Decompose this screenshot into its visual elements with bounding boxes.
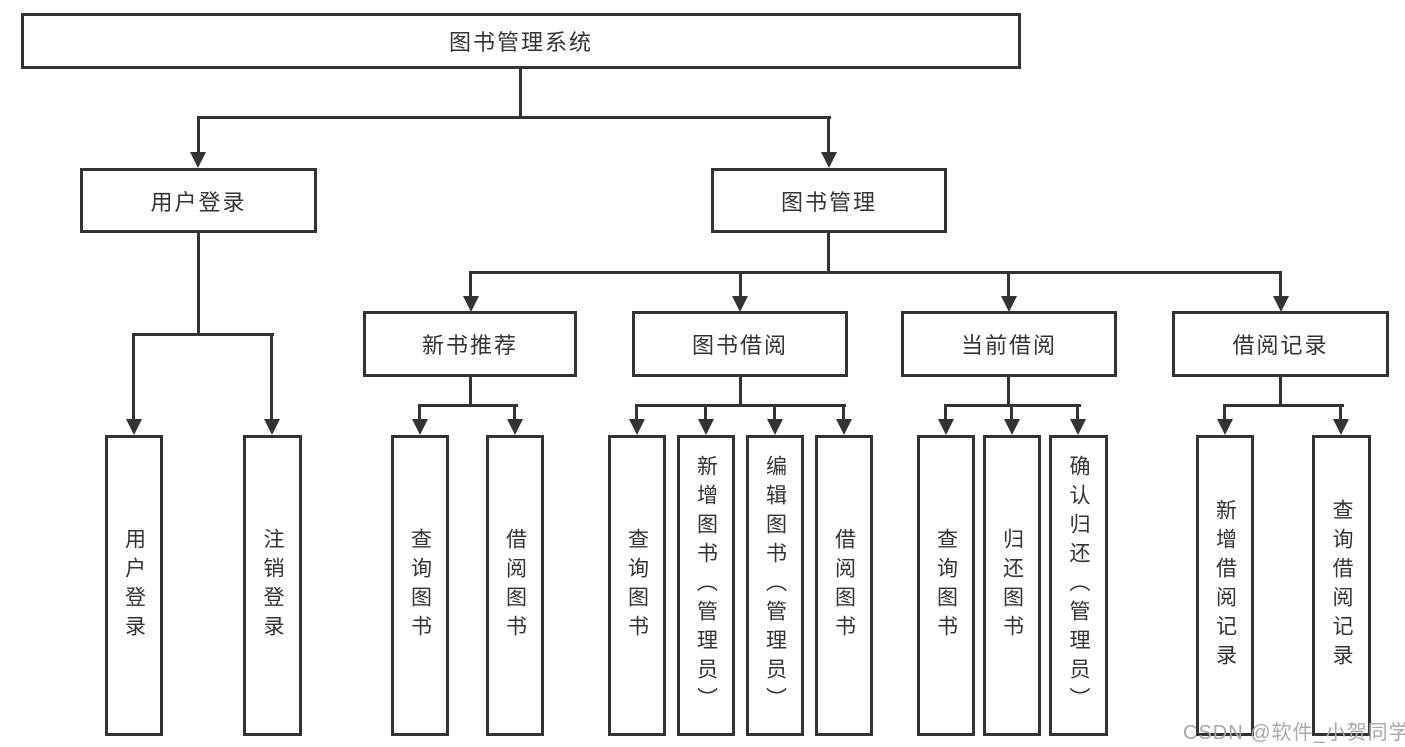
leaf-logout-label: 注销登录: [261, 527, 284, 644]
node-borrow-records: 借阅记录: [1172, 311, 1389, 377]
arrow-down-icon: [507, 419, 523, 435]
connector-user-login-stem: [197, 233, 200, 336]
leaf-current-return-books: 归还图书: [983, 435, 1041, 736]
node-current-borrow-label: 当前借阅: [960, 333, 1057, 358]
leaf-records-add-record-label: 新增借阅记录: [1213, 498, 1237, 673]
connector-new-book-drop: [469, 271, 472, 298]
connector-nb-query-drop: [418, 404, 421, 421]
connector-root-stem: [519, 68, 522, 119]
leaf-records-query-record-label: 查询借阅记录: [1330, 498, 1353, 673]
leaf-current-query-books-label: 查询图书: [934, 527, 958, 644]
arrow-down-icon: [412, 419, 428, 435]
leaf-current-query-books: 查询图书: [917, 435, 975, 736]
arrow-down-icon: [190, 152, 206, 168]
leaf-borrow-add-books-admin-label: 新增图书（管理员）: [694, 455, 718, 716]
connector-new-book-stem: [469, 377, 472, 407]
leaf-current-return-books-label: 归还图书: [1000, 527, 1024, 644]
csdn-watermark: CSDN @软件_小贺同学: [1183, 722, 1405, 744]
arrow-down-icon: [126, 419, 142, 435]
leaf-borrow-borrow-books: 借阅图书: [815, 435, 873, 736]
arrow-down-icon: [698, 419, 714, 435]
leaf-borrow-borrow-books-label: 借阅图书: [832, 527, 856, 644]
connector-current-borrow-drop: [1007, 271, 1010, 298]
connector-bb-query-drop: [635, 404, 638, 421]
arrow-down-icon: [938, 419, 954, 435]
connector-cb-query-drop: [944, 404, 947, 421]
arrow-down-icon: [1004, 419, 1020, 435]
node-user-login-label: 用户登录: [150, 189, 247, 215]
leaf-records-query-record: 查询借阅记录: [1312, 435, 1371, 736]
leaf-newbook-borrow-books: 借阅图书: [486, 435, 544, 736]
arrow-down-icon: [1217, 419, 1233, 435]
arrow-down-icon: [732, 296, 748, 312]
node-book-management: 图书管理: [711, 168, 947, 233]
arrow-down-icon: [1001, 296, 1017, 312]
connector-book-mgmt-drop: [827, 116, 830, 153]
leaf-current-confirm-return-admin-label: 确认归还（管理员）: [1067, 455, 1090, 716]
connector-bb-add-drop: [704, 404, 707, 421]
arrow-down-icon: [836, 419, 852, 435]
arrow-down-icon: [1070, 419, 1086, 435]
arrow-down-icon: [1333, 419, 1349, 435]
arrow-down-icon: [821, 152, 837, 168]
connector-current-borrow-stem: [1007, 377, 1010, 407]
connector-level3-rail: [469, 271, 1282, 274]
leaf-borrow-query-books-label: 查询图书: [625, 527, 649, 644]
connector-level2-rail: [197, 116, 831, 119]
leaf-user-login: 用户登录: [105, 435, 163, 736]
node-root-label: 图书管理系统: [448, 30, 593, 55]
leaf-borrow-add-books-admin: 新增图书（管理员）: [677, 435, 735, 736]
node-borrow-records-label: 借阅记录: [1232, 333, 1329, 358]
node-new-book-recommend-label: 新书推荐: [421, 333, 518, 358]
leaf-borrow-edit-books-admin: 编辑图书（管理员）: [746, 435, 804, 736]
connector-nb-borrow-drop: [513, 404, 516, 421]
connector-borrow-records-stem: [1279, 377, 1282, 407]
leaf-current-confirm-return-admin: 确认归还（管理员）: [1049, 435, 1108, 736]
leaf-records-add-record: 新增借阅记录: [1196, 435, 1254, 736]
connector-br-query-drop: [1339, 404, 1342, 421]
leaf-user-login-label: 用户登录: [122, 527, 146, 644]
connector-br-add-drop: [1223, 404, 1226, 421]
leaf-newbook-query-books-label: 查询图书: [408, 527, 432, 644]
connector-user-login-rail: [132, 333, 274, 336]
leaf-newbook-query-books: 查询图书: [391, 435, 449, 736]
node-root: 图书管理系统: [21, 13, 1021, 69]
leaf-borrow-query-books: 查询图书: [608, 435, 666, 736]
connector-book-mgmt-stem: [827, 233, 830, 274]
connector-cb-confirm-drop: [1076, 404, 1079, 421]
connector-leaf-user-login-drop: [132, 333, 135, 421]
node-book-borrow-label: 图书借阅: [691, 333, 788, 358]
connector-book-borrow-stem: [739, 377, 742, 407]
leaf-newbook-borrow-books-label: 借阅图书: [503, 527, 527, 644]
arrow-down-icon: [1273, 296, 1289, 312]
node-book-borrow: 图书借阅: [632, 311, 848, 377]
connector-book-borrow-drop: [739, 271, 742, 298]
node-book-management-label: 图书管理: [780, 189, 877, 215]
node-user-login: 用户登录: [80, 168, 317, 233]
connector-borrow-records-drop: [1279, 271, 1282, 298]
leaf-borrow-edit-books-admin-label: 编辑图书（管理员）: [763, 455, 787, 716]
arrow-down-icon: [767, 419, 783, 435]
connector-cb-return-drop: [1010, 404, 1013, 421]
arrow-down-icon: [463, 296, 479, 312]
connector-borrow-records-rail: [1223, 404, 1344, 407]
connector-bb-borrow-drop: [842, 404, 845, 421]
connector-leaf-logout-drop: [270, 333, 273, 421]
connector-bb-edit-drop: [773, 404, 776, 421]
arrow-down-icon: [264, 419, 280, 435]
arrow-down-icon: [629, 419, 645, 435]
node-new-book-recommend: 新书推荐: [363, 311, 577, 377]
connector-user-login-drop: [197, 116, 200, 153]
node-current-borrow: 当前借阅: [901, 311, 1117, 377]
connector-book-borrow-rail: [635, 404, 846, 407]
leaf-logout: 注销登录: [243, 435, 302, 736]
connector-new-book-rail: [418, 404, 518, 407]
